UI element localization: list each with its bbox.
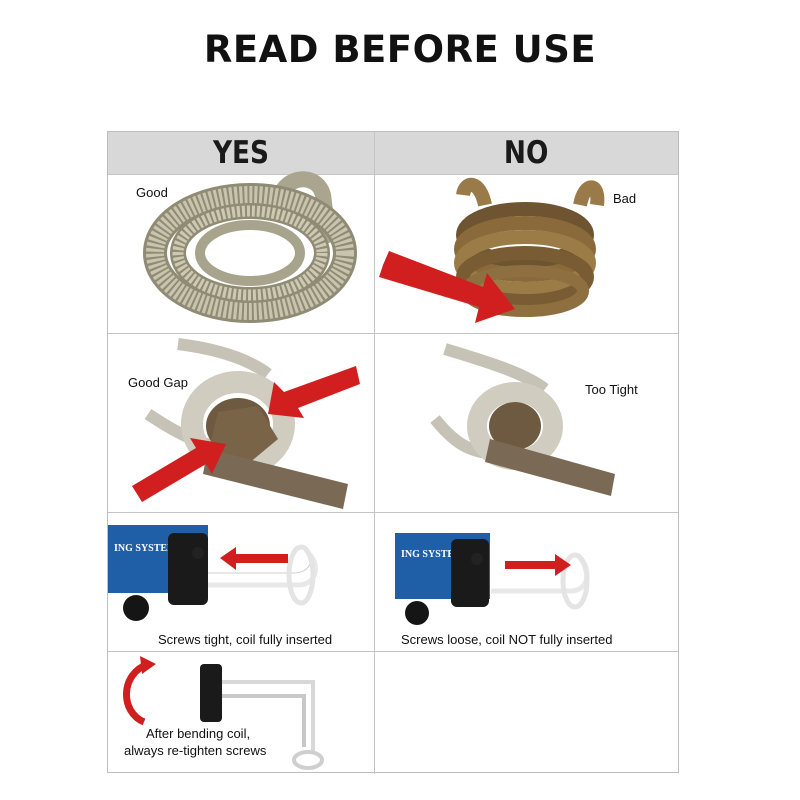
device-fully-inserted-image: ING SYSTEM — [108, 525, 318, 621]
red-arrow-icon — [132, 438, 226, 502]
retighten-cell: After bending coil, always re-tighten sc… — [108, 652, 374, 772]
empty-cell — [375, 652, 678, 772]
screws-tight-cell: ING SYSTEM Screws tight, coil fully inse… — [108, 513, 374, 651]
device-text: ING SYSTEM — [114, 543, 177, 554]
bent-coil-image — [123, 656, 324, 770]
screws-loose-cell: ING SYSTEM Screws loose, coil NOT fully … — [375, 513, 678, 651]
device-not-inserted-image: ING SYSTEM — [395, 533, 590, 625]
row-divider — [108, 651, 678, 652]
bad-coil-cell: Bad — [375, 175, 678, 333]
retighten-caption-line2: always re-tighten screws — [124, 743, 267, 758]
good-coil-cell: Good — [108, 171, 374, 333]
good-gap-image — [132, 338, 360, 509]
red-arrow-icon — [268, 366, 360, 418]
too-tight-label: Too Tight — [585, 382, 638, 397]
rotate-arrow-icon — [123, 660, 150, 726]
good-coil-image — [143, 171, 357, 323]
red-arrow-icon — [379, 251, 515, 323]
good-gap-cell: Good Gap — [108, 334, 374, 512]
bad-coil-image — [379, 177, 605, 323]
yes-column-header: YES — [108, 132, 374, 174]
red-arrow-icon — [220, 547, 288, 570]
column-divider — [374, 132, 375, 774]
red-arrow-icon — [505, 554, 571, 576]
bad-label: Bad — [613, 191, 637, 206]
comparison-table: YES NO Good Bad Good Gap — [107, 131, 679, 774]
too-tight-cell: Too Tight — [375, 334, 678, 512]
row-divider — [108, 174, 678, 175]
no-column-header: NO — [375, 132, 678, 174]
screws-loose-caption: Screws loose, coil NOT fully inserted — [401, 632, 613, 647]
row-divider — [108, 512, 678, 513]
device-text: ING SYSTEM — [401, 549, 464, 560]
good-gap-label: Good Gap — [128, 375, 188, 390]
retighten-caption-line1: After bending coil, — [146, 726, 251, 741]
too-tight-image — [430, 343, 615, 496]
screws-tight-caption: Screws tight, coil fully inserted — [158, 632, 333, 647]
good-label: Good — [136, 185, 168, 200]
row-divider — [108, 333, 678, 334]
page-title: READ BEFORE USE — [203, 28, 597, 71]
